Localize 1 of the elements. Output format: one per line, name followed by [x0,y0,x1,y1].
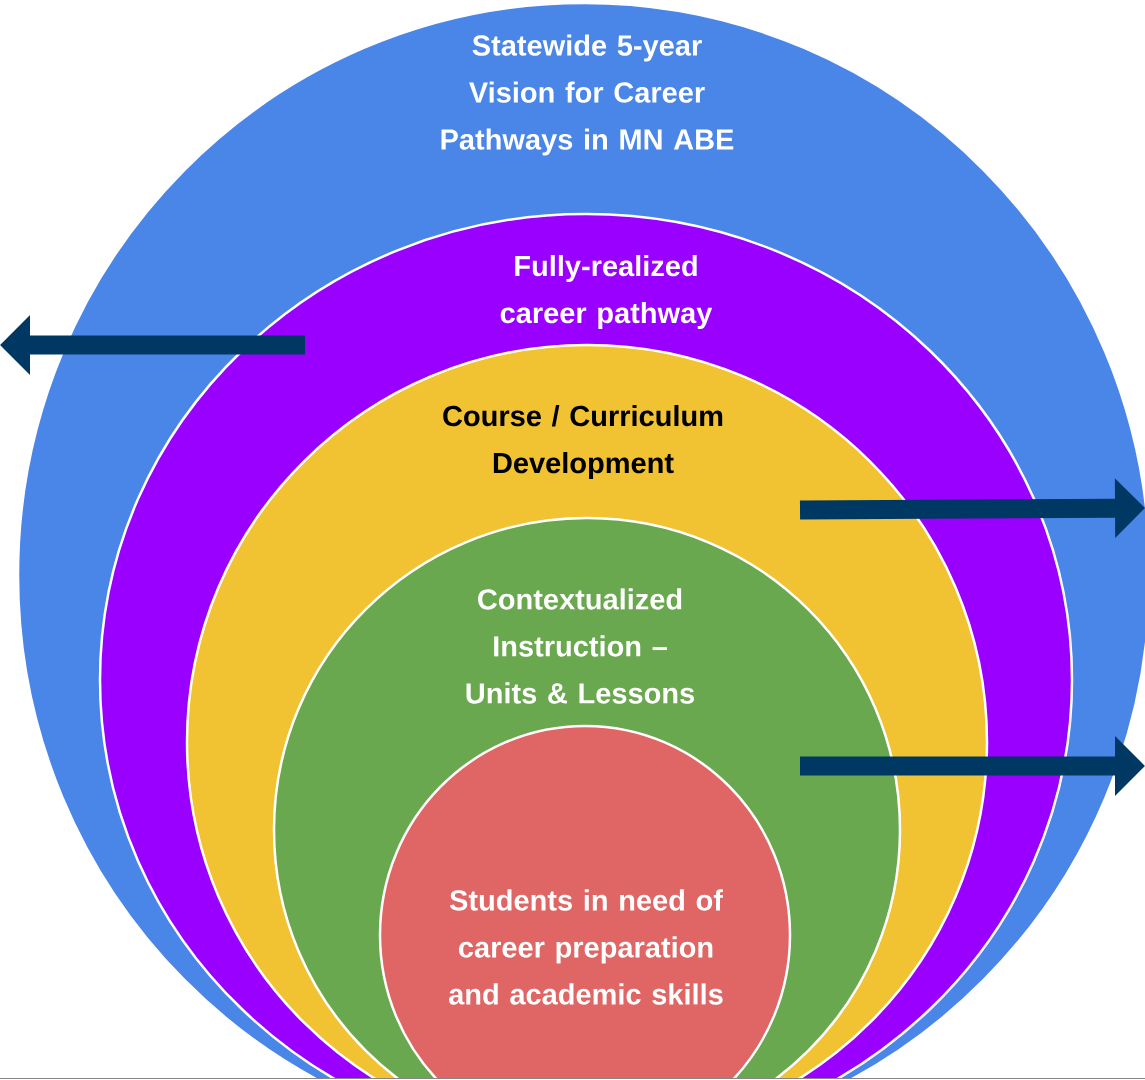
ring: Students in need of career preparation and academic skills [378,724,792,1078]
